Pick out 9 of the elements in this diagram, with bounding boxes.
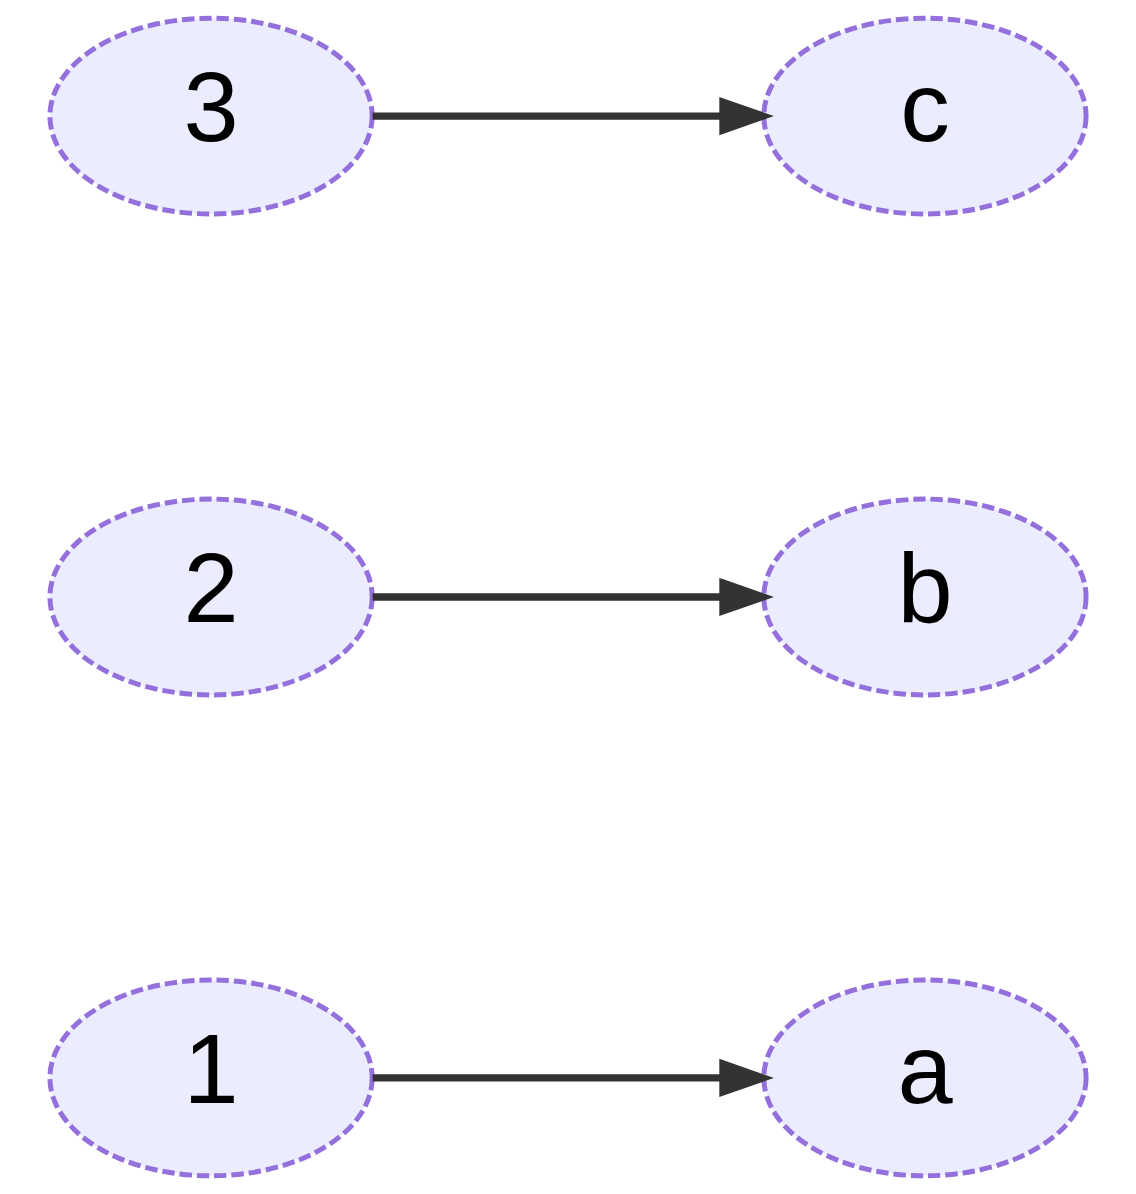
node-ellipse: c: [761, 15, 1089, 217]
node-ellipse: 2: [47, 496, 375, 698]
node-ellipse: 3: [47, 15, 375, 217]
node-ellipse: b: [761, 496, 1089, 698]
arrow: [372, 577, 774, 617]
arrow: [372, 96, 774, 136]
node-ellipse: 1: [47, 977, 375, 1179]
arrow: [372, 1058, 774, 1098]
node-ellipse: a: [761, 977, 1089, 1179]
